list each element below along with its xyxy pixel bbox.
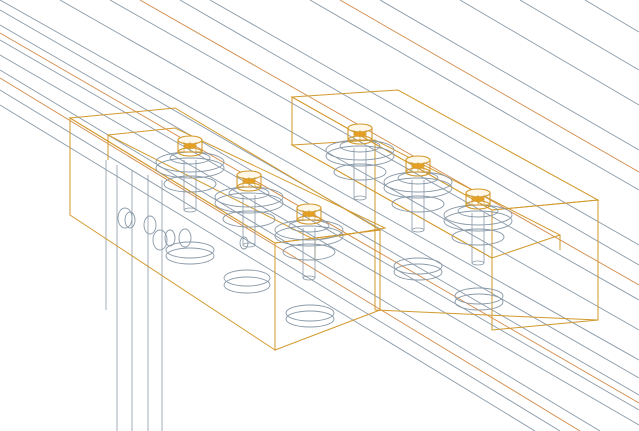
rail-edge	[209, 0, 639, 246]
block-top-face	[290, 89, 600, 211]
rail-edge	[0, 39, 639, 411]
screw-assembly[interactable]	[214, 170, 284, 248]
washer	[325, 139, 395, 161]
screw-assemblies[interactable]	[155, 123, 513, 281]
block-edge	[374, 309, 599, 321]
screw-assembly[interactable]	[274, 203, 344, 281]
spacer-ring	[454, 293, 504, 311]
screw-tip	[411, 227, 425, 233]
spacer-ring	[223, 269, 271, 287]
spacer-ring	[165, 247, 215, 265]
spacer-ring	[285, 310, 335, 328]
washer	[443, 204, 513, 226]
washer	[155, 151, 225, 173]
block-side-face	[274, 229, 381, 351]
washer	[214, 192, 284, 214]
screw-assembly[interactable]	[443, 188, 513, 266]
block-front-face	[69, 117, 276, 351]
side-hole	[164, 229, 176, 247]
support-posts	[105, 160, 163, 431]
screw-assembly[interactable]	[383, 155, 453, 233]
spacer-ring	[393, 263, 443, 281]
washer	[163, 175, 217, 193]
screw-tip	[183, 207, 197, 213]
washer	[325, 145, 395, 167]
block-raised-plate	[106, 127, 387, 241]
rail-edge	[459, 0, 639, 106]
side-hole	[117, 207, 133, 229]
spacer-ring	[393, 257, 443, 275]
spacer-ring	[454, 287, 504, 305]
spacer-ring	[223, 276, 271, 294]
rail-edge	[179, 0, 639, 266]
washer	[222, 210, 276, 228]
spacer-ring	[285, 304, 335, 322]
rail-edge	[139, 0, 639, 286]
screw-assembly[interactable]	[325, 123, 395, 201]
side-hole	[178, 228, 192, 248]
rail-edge	[0, 69, 601, 431]
screw-tip	[242, 242, 256, 248]
spacer-rings	[117, 207, 504, 328]
rail-edge	[584, 0, 639, 33]
rail-edge	[0, 104, 536, 431]
rail-edge	[309, 0, 639, 191]
washer	[451, 228, 505, 246]
right-mounting-block[interactable]	[290, 89, 600, 331]
washer	[391, 195, 445, 213]
rail-edge	[379, 0, 639, 151]
washer	[443, 210, 513, 232]
side-hole	[124, 211, 136, 229]
side-hole	[152, 229, 168, 251]
rail-edge	[339, 0, 639, 173]
rail-edge	[519, 0, 639, 71]
screw-tip	[471, 260, 485, 266]
rail-edge	[0, 77, 581, 431]
rail-edge	[0, 54, 639, 426]
screw-tip	[302, 275, 316, 281]
block-front-face	[291, 96, 493, 259]
screw-tip	[353, 195, 367, 201]
washer	[155, 157, 225, 179]
rail-edge	[0, 89, 561, 431]
washer	[274, 225, 344, 247]
washer	[214, 186, 284, 208]
side-hole	[143, 215, 157, 235]
washer	[282, 243, 336, 261]
washer	[333, 163, 387, 181]
rail-edge	[0, 0, 639, 361]
screw-assembly[interactable]	[155, 135, 225, 213]
washer	[383, 177, 453, 199]
